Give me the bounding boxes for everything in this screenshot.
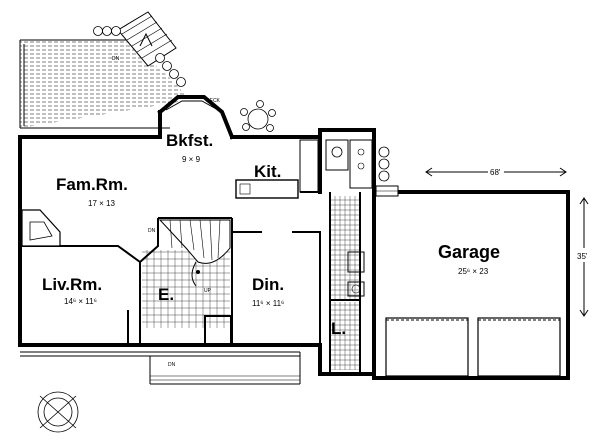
room-fam-name: Fam.Rm. [56,175,128,194]
garage-steps [375,185,399,197]
room-liv-dims: 14⁶ × 11⁶ [64,297,97,306]
kitchen-island [235,179,299,199]
stair-up-label: UP [204,288,212,294]
bay-window [165,100,219,111]
tree [37,391,79,433]
room-laundry-name: L. [331,319,346,338]
garage-doors [385,317,561,377]
front-porch [20,351,301,385]
laundry-appliances [347,251,365,297]
deck-stairs [117,11,177,67]
room-bkfst-name: Bkfst. [166,131,213,150]
room-fam-dims: 17 × 13 [88,199,115,208]
garage-width-dimension [425,165,567,177]
deck-dn-label: DN [112,56,120,62]
room-din-name: Din. [252,275,284,294]
staircase [158,219,231,287]
stair-dn-label: DN [148,228,156,234]
room-liv-name: Liv.Rm. [42,275,102,294]
kitchen-hall-tile [331,196,359,300]
garage-depth-dimension [576,197,592,317]
breakfast-table [240,100,276,132]
room-kit-name: Kit. [254,162,281,181]
room-garage-dims: 25⁶ × 23 [458,267,489,276]
deck-label: DECK [206,98,221,104]
laundry-tile [331,302,359,370]
garage-depth-text: 35' [577,252,588,261]
shrubs-kitchen [378,146,390,182]
fireplace [21,209,61,247]
shrubs-deck [93,26,186,87]
garage-width-text: 68' [490,168,501,177]
room-entry-name: E. [158,285,174,304]
porch-dn-label: DN [168,362,176,368]
room-garage-name: Garage [438,242,500,262]
exterior-walls [18,95,570,380]
room-din-dims: 11⁶ × 11⁶ [252,299,284,308]
room-bkfst-dims: 9 × 9 [182,155,201,164]
entry-tile [142,250,230,328]
kitchen-counters [299,139,373,193]
